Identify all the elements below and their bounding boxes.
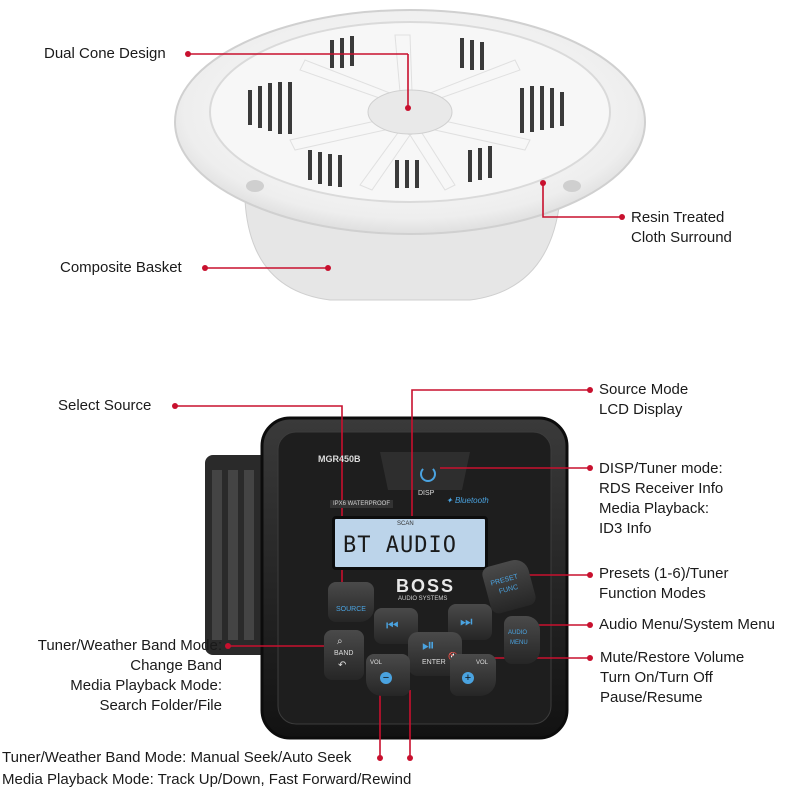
marine-speaker xyxy=(174,9,646,301)
source-button-label: SOURCE xyxy=(336,606,366,613)
brand-sublabel: AUDIO SYSTEMS xyxy=(398,596,448,602)
volume-up-button[interactable]: VOL + xyxy=(450,654,496,696)
lcd-main-text: BT AUDIO xyxy=(343,533,457,558)
callout-presets-line2: Function Modes xyxy=(599,585,706,602)
callout-disp-line2: RDS Receiver Info xyxy=(599,480,724,497)
callout-basket: Composite Basket xyxy=(60,259,182,276)
bluetooth-badge: ✦ Bluetooth xyxy=(446,496,489,505)
callout-band-line3: Media Playback Mode: xyxy=(70,677,222,694)
callout-disp-line3: Media Playback: xyxy=(599,500,710,517)
callout-mute-line2: Turn On/Turn Off xyxy=(600,669,713,686)
callout-resin-line2: Cloth Surround xyxy=(631,229,732,246)
callout-mute-line3: Pause/Resume xyxy=(600,689,703,706)
lcd-mode-label: SCAN xyxy=(397,521,414,527)
mount-hole-left xyxy=(246,180,264,192)
back-arrow-icon: ↶ xyxy=(338,660,347,671)
band-button[interactable]: ⌕ BAND ↶ xyxy=(324,630,364,680)
vol-plus-label: VOL xyxy=(476,660,489,666)
callout-presets-line1: Presets (1-6)/Tuner xyxy=(599,565,729,582)
prev-track-button[interactable]: ⏮ xyxy=(374,608,418,644)
callout-band-line2: Change Band xyxy=(130,657,222,674)
callout-band-line1: Tuner/Weather Band Mode: xyxy=(37,637,222,654)
func-button-label: FUNC xyxy=(498,583,519,596)
callout-band-line4: Search Folder/File xyxy=(99,697,222,714)
enter-button-label: ENTER xyxy=(422,659,446,666)
lcd-display: SCAN BT AUDIO xyxy=(332,516,488,570)
bluetooth-badge-text: Bluetooth xyxy=(454,496,489,505)
fast-forward-icon: ⏭ xyxy=(460,613,473,629)
callout-source-mode-line2: LCD Display xyxy=(599,401,683,418)
callout-resin-line1: Resin Treated xyxy=(631,209,725,226)
callout-audio-menu: Audio Menu/System Menu xyxy=(599,616,775,633)
callout-seek-line1: Tuner/Weather Band Mode: Manual Seek/Aut… xyxy=(2,749,352,766)
play-pause-icon: ⏯ xyxy=(422,637,435,654)
callout-select-source: Select Source xyxy=(58,397,152,414)
search-icon: ⌕ xyxy=(337,636,343,647)
bluetooth-icon: ✦ xyxy=(446,496,453,505)
callout-dots xyxy=(172,51,625,761)
menu-button-label: MENU xyxy=(510,640,528,646)
brand-logo: BOSS xyxy=(396,576,456,596)
mount-hole-right xyxy=(563,180,581,192)
volume-down-button[interactable]: VOL − xyxy=(366,654,410,696)
source-button[interactable]: SOURCE xyxy=(328,582,374,622)
callout-seek-line2: Media Playback Mode: Track Up/Down, Fast… xyxy=(2,771,412,788)
tweeter-dome xyxy=(367,89,453,135)
receiver-heatsink xyxy=(205,455,275,655)
callout-mute-line1: Mute/Restore Volume xyxy=(600,649,745,666)
callout-disp-line1: DISP/Tuner mode: xyxy=(599,460,723,477)
audio-button-label: AUDIO xyxy=(508,630,528,636)
minus-icon: − xyxy=(380,672,392,684)
plus-icon: + xyxy=(462,672,474,684)
rewind-icon: ⏮ xyxy=(386,617,399,633)
waterproof-badge: IPX6 WATERPROOF xyxy=(330,500,394,508)
vol-minus-label: VOL xyxy=(370,660,383,666)
power-icon[interactable] xyxy=(420,466,436,482)
callout-source-mode-line1: Source Mode xyxy=(599,381,689,398)
callout-disp-line4: ID3 Info xyxy=(599,520,652,537)
band-button-label: BAND xyxy=(334,650,354,657)
grille-slots xyxy=(248,36,564,188)
model-label: MGR450B xyxy=(318,454,361,464)
audio-menu-button[interactable]: AUDIO MENU xyxy=(504,616,540,664)
callout-dual-cone: Dual Cone Design xyxy=(44,45,166,62)
disp-label: DISP xyxy=(418,490,435,497)
receiver-face: MGR450B DISP IPX6 WATERPROOF ✦ Bluetooth… xyxy=(278,432,551,724)
